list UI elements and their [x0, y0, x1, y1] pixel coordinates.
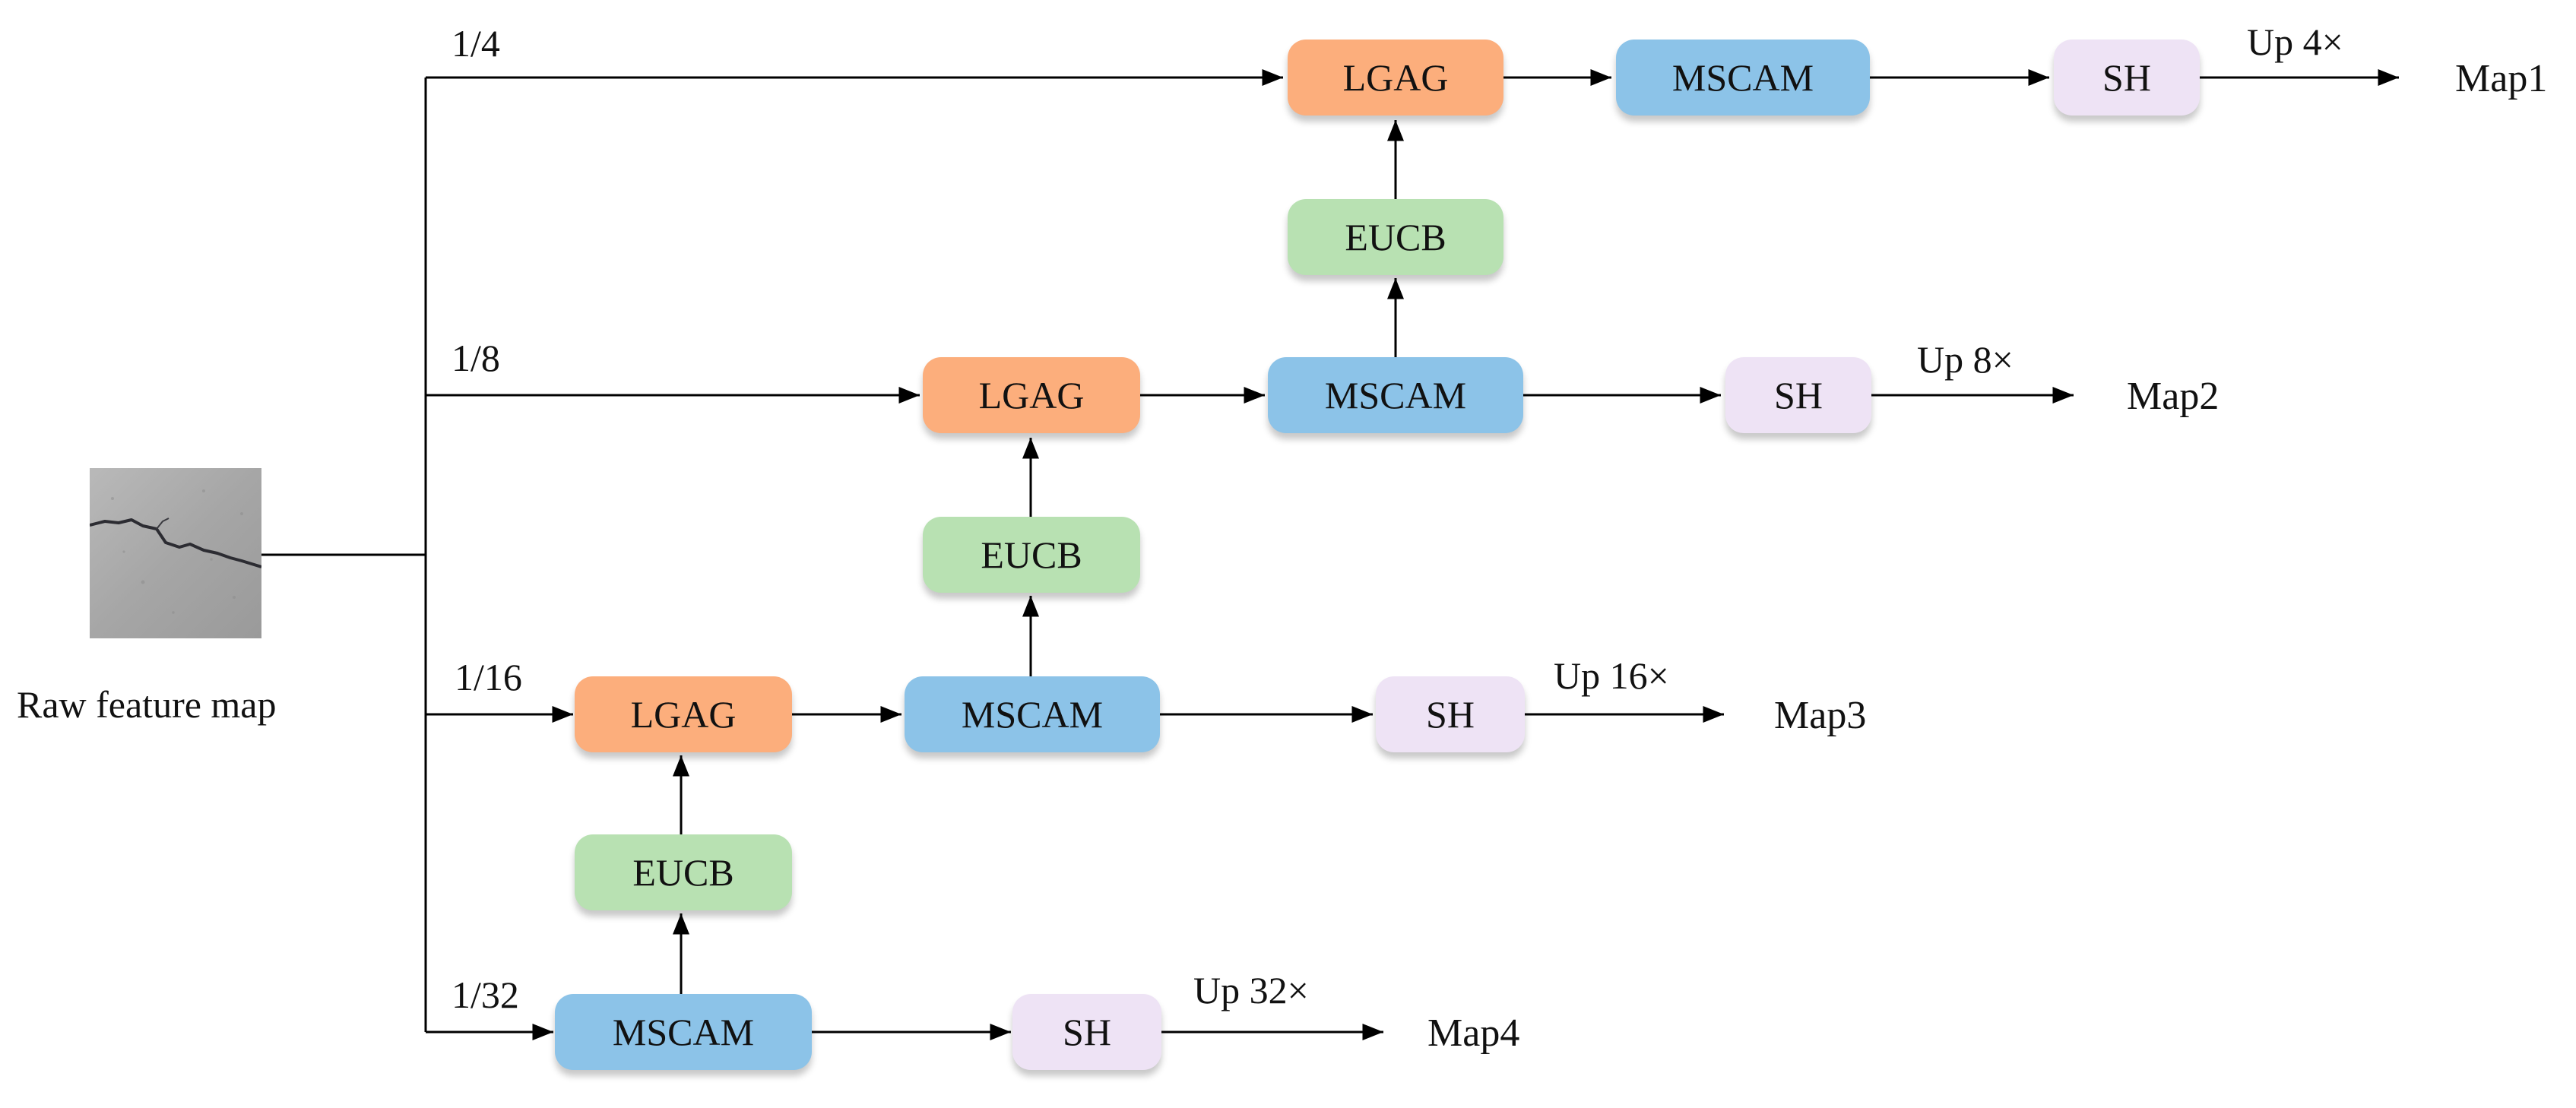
- input-label: Raw feature map: [17, 683, 277, 726]
- sh-block-4: SH: [1012, 994, 1161, 1070]
- upsample-label-16: Up 16×: [1554, 654, 1669, 697]
- upsample-label-4: Up 4×: [2247, 21, 2343, 63]
- output-map3: Map3: [1774, 694, 1867, 737]
- mscam-block-4: MSCAM: [555, 994, 812, 1070]
- output-map4: Map4: [1427, 1011, 1520, 1055]
- output-map2: Map2: [2127, 375, 2220, 418]
- scale-label-1-4: 1/4: [452, 22, 500, 65]
- lgag-block-3: LGAG: [575, 676, 792, 752]
- output-map1: Map1: [2455, 57, 2548, 100]
- scale-label-1-8: 1/8: [452, 337, 500, 379]
- mscam-block-3: MSCAM: [905, 676, 1160, 752]
- eucb-block-2: EUCB: [923, 517, 1140, 593]
- scale-label-1-16: 1/16: [455, 656, 522, 698]
- raw-feature-image: [90, 468, 261, 638]
- upsample-label-32: Up 32×: [1193, 969, 1309, 1011]
- sh-block-3: SH: [1376, 676, 1525, 752]
- lgag-block-1: LGAG: [1288, 40, 1503, 116]
- lgag-block-2: LGAG: [923, 357, 1140, 433]
- sh-block-1: SH: [2054, 40, 2200, 116]
- scale-label-1-32: 1/32: [452, 973, 519, 1016]
- eucb-block-3: EUCB: [575, 834, 792, 910]
- mscam-block-2: MSCAM: [1268, 357, 1523, 433]
- mscam-block-1: MSCAM: [1616, 40, 1870, 116]
- upsample-label-8: Up 8×: [1917, 338, 2014, 381]
- sh-block-2: SH: [1725, 357, 1871, 433]
- eucb-block-1: EUCB: [1288, 199, 1503, 275]
